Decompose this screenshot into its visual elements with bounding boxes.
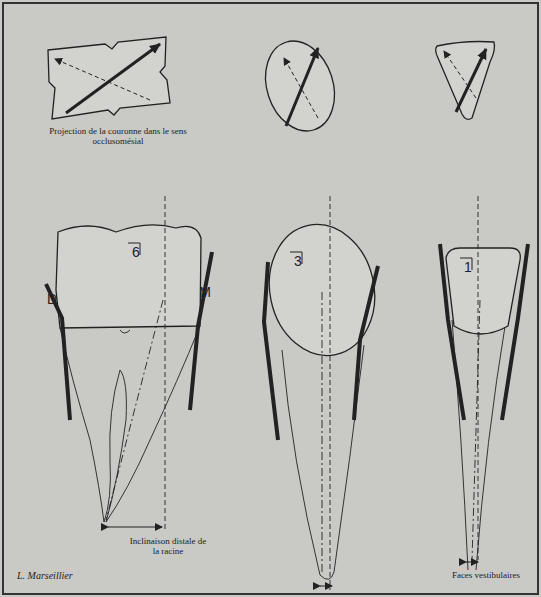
root-inclination-note: Inclinaison distale de la racine: [128, 536, 208, 557]
mesial-mark: M: [196, 284, 214, 300]
tooth-number: 1: [460, 259, 476, 275]
vestibular-faces-note: Faces vestibulaires: [440, 570, 532, 580]
distal-mark: D: [44, 291, 60, 307]
tooth-number: 3: [290, 253, 306, 269]
author-signature: L. Marseillier: [16, 570, 108, 582]
crown-projection-caption: Projection de la couronne dans le sens o…: [42, 126, 194, 147]
tooth-number: 6: [128, 244, 144, 260]
